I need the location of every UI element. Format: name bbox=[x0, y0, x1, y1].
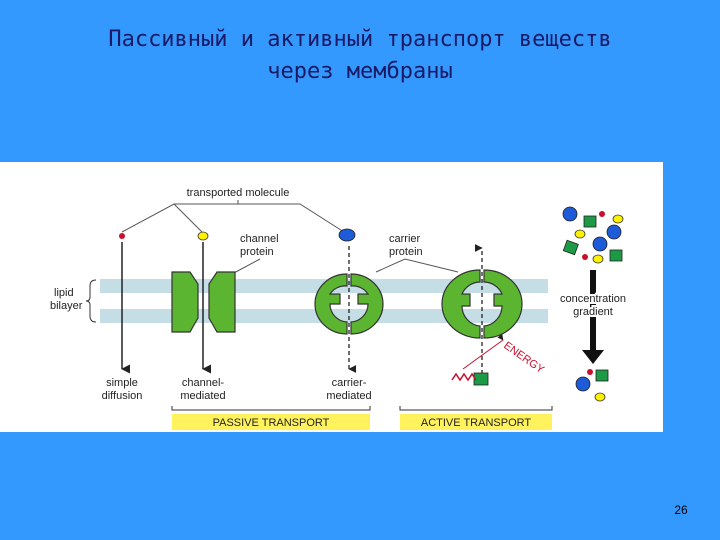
title-line-1: Пассивный и активный транспорт веществ bbox=[108, 27, 612, 52]
grad-green-2 bbox=[562, 239, 579, 256]
grad-green-1 bbox=[583, 215, 597, 228]
transport-diagram: transported molecule simple diffusion ch… bbox=[50, 187, 628, 430]
label-active-transport: ACTIVE TRANSPORT bbox=[421, 417, 532, 429]
transport-figure: transported molecule simple diffusion ch… bbox=[0, 162, 663, 432]
grad-blue-2 bbox=[606, 224, 622, 240]
concentration-gradient-group: concentration gradient bbox=[558, 206, 628, 402]
label-carrier-mediated-1: carrier- bbox=[332, 377, 367, 389]
leader-channel-protein bbox=[231, 258, 261, 275]
molecule-blue bbox=[338, 228, 356, 242]
label-lines-transported-molecule bbox=[121, 200, 345, 233]
active-carrier-right-half bbox=[483, 269, 523, 339]
passive-transport-group: PASSIVE TRANSPORT bbox=[171, 406, 371, 430]
label-concentration: concentration bbox=[560, 293, 626, 305]
energy-zigzag bbox=[451, 372, 477, 382]
page-number: 26 bbox=[674, 503, 688, 517]
bilayer-brace bbox=[85, 279, 97, 323]
label-transported-molecule: transported molecule bbox=[187, 187, 290, 199]
label-bilayer: bilayer bbox=[50, 300, 83, 312]
band-passive-transport bbox=[172, 414, 370, 430]
label-carrier-protein: protein bbox=[389, 246, 423, 258]
title-line-2: через мембраны bbox=[267, 59, 453, 84]
band-active-transport bbox=[400, 414, 552, 430]
leader-lines bbox=[121, 200, 345, 233]
label-lipid: lipid bbox=[54, 287, 74, 299]
grad-red-2 bbox=[582, 254, 588, 260]
label-passive-transport: PASSIVE TRANSPORT bbox=[213, 417, 330, 429]
channel-group: channel protein channel- mediated bbox=[171, 231, 279, 402]
label-channel-mediated-1: channel- bbox=[182, 377, 225, 389]
label-channel: channel bbox=[240, 233, 279, 245]
grad-green-3 bbox=[609, 249, 623, 262]
grad-yellow-3 bbox=[592, 254, 604, 264]
energy-arrow bbox=[462, 333, 504, 370]
grad-yellow-1 bbox=[612, 214, 624, 224]
grad-red-1 bbox=[599, 211, 605, 217]
label-energy: ENERGY bbox=[501, 340, 546, 377]
gradient-arrow-head bbox=[582, 350, 604, 364]
molecule-yellow bbox=[197, 231, 209, 241]
background-right bbox=[663, 0, 720, 540]
grad-low-yellow bbox=[594, 392, 606, 402]
grad-blue-1 bbox=[562, 206, 578, 222]
label-gradient: gradient bbox=[573, 306, 613, 318]
gradient-arrow-shaft bbox=[590, 270, 596, 352]
bracket-active bbox=[399, 406, 553, 411]
background-bottom bbox=[0, 432, 663, 540]
slide-title: Пассивный и активный транспорт веществ ч… bbox=[40, 24, 680, 88]
molecule-green-square bbox=[473, 372, 489, 386]
background-top bbox=[0, 0, 720, 162]
active-transport-group: ACTIVE TRANSPORT bbox=[399, 406, 553, 430]
label-channel-mediated-2: mediated bbox=[180, 390, 225, 402]
grad-blue-3 bbox=[592, 236, 608, 252]
label-diffusion: diffusion bbox=[102, 390, 143, 402]
grad-low-red bbox=[587, 369, 593, 375]
label-carrier: carrier bbox=[389, 233, 421, 245]
grad-low-green bbox=[595, 369, 609, 382]
grad-low-blue bbox=[575, 376, 591, 392]
channel-protein-left bbox=[171, 271, 199, 333]
carrier-protein-label-group: carrier protein bbox=[375, 233, 459, 273]
bracket-passive bbox=[171, 406, 371, 411]
carrier-protein-left-half bbox=[314, 273, 348, 335]
grad-yellow-2 bbox=[574, 229, 586, 239]
carrier-passive-group: carrier- mediated bbox=[314, 228, 384, 402]
label-simple: simple bbox=[106, 377, 138, 389]
active-carrier-left-half bbox=[441, 269, 481, 339]
carrier-protein-right-half bbox=[350, 273, 384, 335]
simple-diffusion-group: simple diffusion bbox=[102, 233, 143, 402]
label-channel-protein: protein bbox=[240, 246, 274, 258]
label-carrier-mediated-2: mediated bbox=[326, 390, 371, 402]
molecule-red-small bbox=[119, 233, 125, 239]
channel-protein-right bbox=[208, 271, 236, 333]
leader-carrier-protein bbox=[375, 258, 459, 273]
